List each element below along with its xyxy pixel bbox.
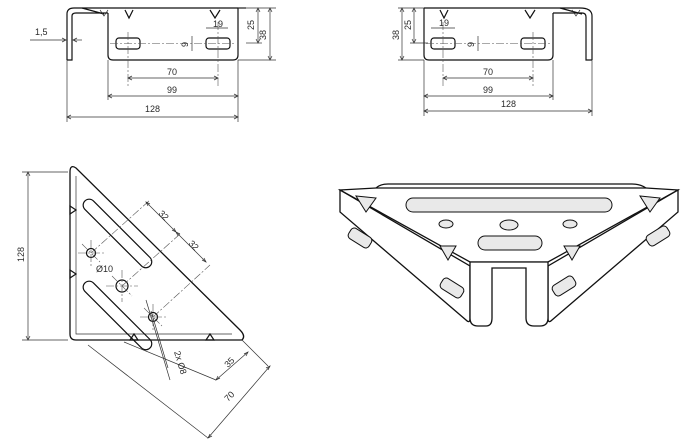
- dim-top-128: 128: [16, 247, 26, 262]
- top-tab-2: [69, 268, 78, 280]
- dim-left-70: 70: [167, 67, 177, 77]
- isometric-view: [337, 183, 681, 327]
- iso-tab-right: [639, 195, 661, 213]
- iso-flange-slot-1: [347, 227, 373, 249]
- dim-right-9: 9: [466, 42, 476, 47]
- left-view-plate: [107, 8, 239, 61]
- dim-right-38: 38: [391, 30, 401, 40]
- top-slot-2: [82, 280, 153, 351]
- iso-flange-slot-3: [551, 275, 577, 297]
- left-view-profile: [66, 7, 238, 61]
- front-view-left: 1,5 19 9 25 38 70 99 128: [30, 7, 276, 122]
- iso-tab-left: [355, 195, 377, 213]
- top-tab-4: [204, 332, 216, 341]
- dim-left-25: 25: [246, 20, 256, 30]
- left-tab-1: [124, 9, 134, 20]
- top-tab-1: [69, 204, 78, 216]
- dim-left-128: 128: [145, 104, 160, 114]
- iso-tab-center-left: [439, 245, 457, 262]
- dim-top-35: 35: [222, 355, 236, 369]
- triangle-plate: [69, 166, 245, 341]
- iso-top-slot: [405, 197, 613, 213]
- dim-left-38: 38: [258, 30, 268, 40]
- front-view-right: 38 25 19 9 70 99 128: [391, 7, 593, 116]
- iso-hole-left: [438, 219, 454, 229]
- dim-thickness: 1,5: [35, 27, 48, 37]
- dim-top-d10: Ø10: [96, 264, 113, 274]
- dim-top-32b: 32: [187, 238, 201, 252]
- iso-lower-slot: [477, 235, 543, 251]
- right-view-profile: [424, 7, 593, 61]
- dim-right-70: 70: [483, 67, 493, 77]
- iso-tab-center-right: [563, 245, 581, 262]
- dim-left-19: 19: [213, 19, 223, 29]
- iso-center-tab: [469, 261, 549, 327]
- iso-hole-right: [562, 219, 578, 229]
- top-tab-3: [128, 332, 140, 341]
- iso-flange-slot-2: [439, 277, 465, 299]
- right-tab-2: [524, 9, 536, 20]
- dim-top-70: 70: [222, 389, 236, 403]
- right-tab-1: [439, 9, 449, 20]
- dim-left-9: 9: [180, 42, 190, 47]
- right-view-plate: [423, 8, 554, 61]
- top-view: 128 32 32 Ø10 2x Ø8 35 70: [16, 166, 271, 439]
- dim-right-128: 128: [501, 99, 516, 109]
- dim-top-32a: 32: [157, 208, 171, 222]
- dim-right-99: 99: [483, 85, 493, 95]
- dim-right-25: 25: [403, 20, 413, 30]
- iso-hole-center: [499, 219, 519, 231]
- left-tab-2: [209, 9, 221, 20]
- dim-left-99: 99: [167, 85, 177, 95]
- iso-flange-slot-4: [645, 225, 671, 247]
- dim-right-19: 19: [439, 18, 449, 28]
